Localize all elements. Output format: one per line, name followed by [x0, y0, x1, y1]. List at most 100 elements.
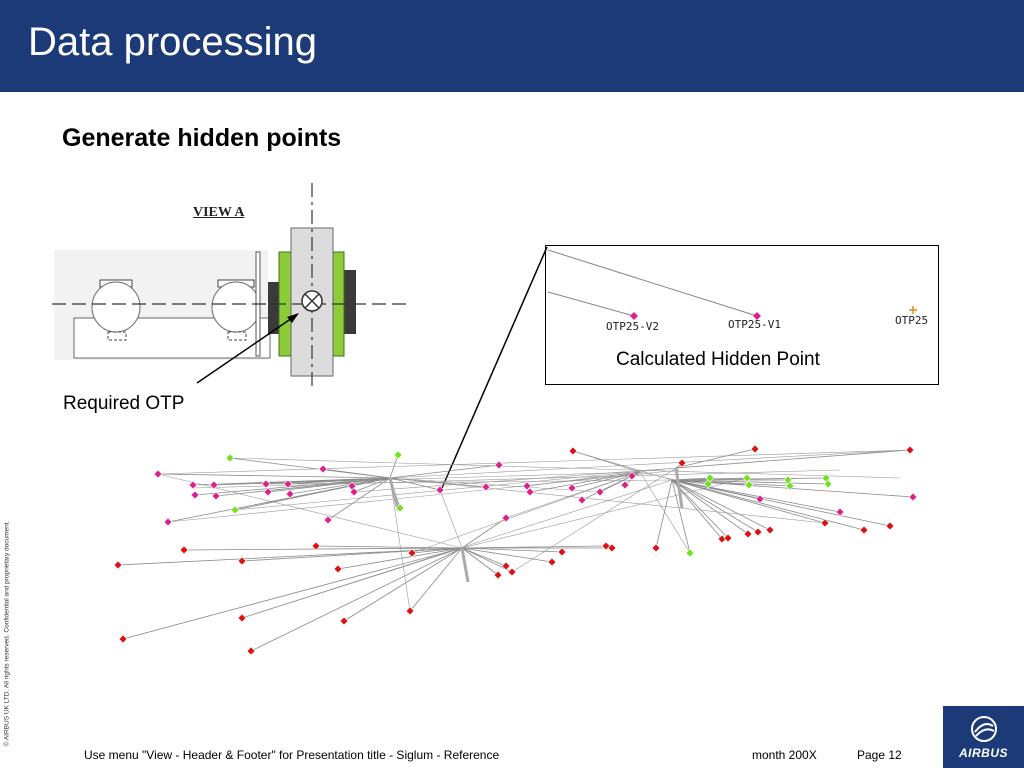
otp-point — [481, 482, 491, 492]
footer-presentation-title: Use menu "View - Header & Footer" for Pr… — [84, 748, 500, 762]
otp-point — [755, 494, 765, 504]
otp-point — [577, 495, 587, 505]
slide-subtitle: Generate hidden points — [62, 124, 342, 152]
cloud-line — [322, 468, 391, 479]
otp-point — [743, 529, 753, 539]
otp-point — [522, 481, 532, 491]
header-bar — [0, 0, 1024, 92]
otp-point — [753, 527, 763, 537]
copyright-text: © AIRBUS UK LTD. All rights reserved. Co… — [3, 520, 11, 747]
cloud-line — [671, 479, 914, 498]
tripod-stand — [460, 547, 470, 583]
otp-point — [118, 634, 128, 644]
zoom-inset — [545, 245, 939, 385]
otp-point — [568, 446, 578, 456]
otp-point — [785, 481, 795, 491]
cloud-line — [671, 479, 759, 533]
cloud-line — [461, 547, 553, 563]
cloud-line — [461, 547, 563, 553]
otp-point — [750, 444, 760, 454]
otp-point — [501, 561, 511, 571]
cloud-line — [167, 469, 681, 523]
cloud-line — [337, 547, 463, 570]
cloud-line — [671, 479, 865, 531]
otp-point — [188, 480, 198, 490]
otp-point — [501, 513, 511, 523]
otp-point — [885, 521, 895, 531]
otp-point — [153, 469, 163, 479]
otp-point — [323, 515, 333, 525]
otp-point — [113, 560, 123, 570]
cloud-line — [389, 477, 411, 612]
cloud-line — [439, 489, 463, 549]
otp-point — [627, 471, 637, 481]
otp-point — [237, 613, 247, 623]
cloud-line — [675, 449, 911, 469]
zoom-point-label: OTP25 — [895, 314, 929, 327]
otp-point — [744, 480, 754, 490]
otp-point — [507, 567, 517, 577]
cloud-line — [671, 479, 749, 535]
cloud-line — [250, 547, 463, 652]
otp-point — [405, 606, 415, 616]
otp-point — [311, 541, 321, 551]
footer-date: month 200X — [752, 748, 817, 762]
airbus-logo: AIRBUS — [943, 706, 1024, 768]
cloud-line — [671, 479, 841, 513]
cloud-line — [389, 477, 441, 491]
cloud-line — [671, 479, 771, 531]
cloud-line — [411, 471, 641, 554]
cloud-line — [157, 473, 391, 479]
otp-point — [765, 525, 775, 535]
cloud-line — [461, 547, 499, 576]
cloud-line — [353, 467, 677, 493]
otp-point — [493, 570, 503, 580]
otp-point — [685, 548, 695, 558]
cloud-line — [639, 471, 691, 554]
otp-point — [835, 507, 845, 517]
cloud-line — [229, 457, 901, 479]
cloud-line — [287, 477, 391, 485]
cloud-line — [343, 547, 463, 622]
cloud-line — [241, 479, 673, 619]
cloud-line — [389, 464, 500, 479]
cloud-line — [671, 479, 691, 554]
otp-point — [230, 505, 240, 515]
otp-point — [820, 518, 830, 528]
otp-point — [494, 460, 504, 470]
cloud-line — [409, 547, 463, 612]
view-a-label: VIEW A — [193, 205, 245, 220]
otp-point — [677, 458, 687, 468]
cloud-line — [289, 477, 391, 495]
cloud-line — [411, 547, 463, 554]
zoom-caption: Calculated Hidden Point — [616, 349, 820, 370]
cloud-line — [571, 471, 641, 489]
cloud-line — [183, 547, 463, 551]
logo-text: AIRBUS — [958, 746, 1008, 760]
cloud-line — [315, 545, 463, 549]
cloud-line — [192, 469, 841, 489]
cloud-line — [671, 479, 826, 524]
cloud-line — [122, 547, 463, 640]
cloud-line — [157, 449, 911, 475]
otp-point — [595, 487, 605, 497]
cloud-line — [675, 448, 756, 469]
cloud-line — [511, 467, 677, 573]
cloud-line — [655, 479, 673, 549]
otp-point — [190, 490, 200, 500]
otp-point — [333, 564, 343, 574]
otp-point — [393, 450, 403, 460]
otp-point — [823, 479, 833, 489]
cloud-line — [461, 547, 507, 567]
cloud-line — [157, 473, 463, 549]
otp-point — [285, 489, 295, 499]
otp-point — [407, 548, 417, 558]
footer-page-number: Page 12 — [857, 748, 902, 762]
otp-point — [179, 545, 189, 555]
otp-point — [620, 480, 630, 490]
cloud-line — [267, 477, 391, 493]
otp-point — [651, 543, 661, 553]
tripod-stand — [388, 477, 400, 511]
